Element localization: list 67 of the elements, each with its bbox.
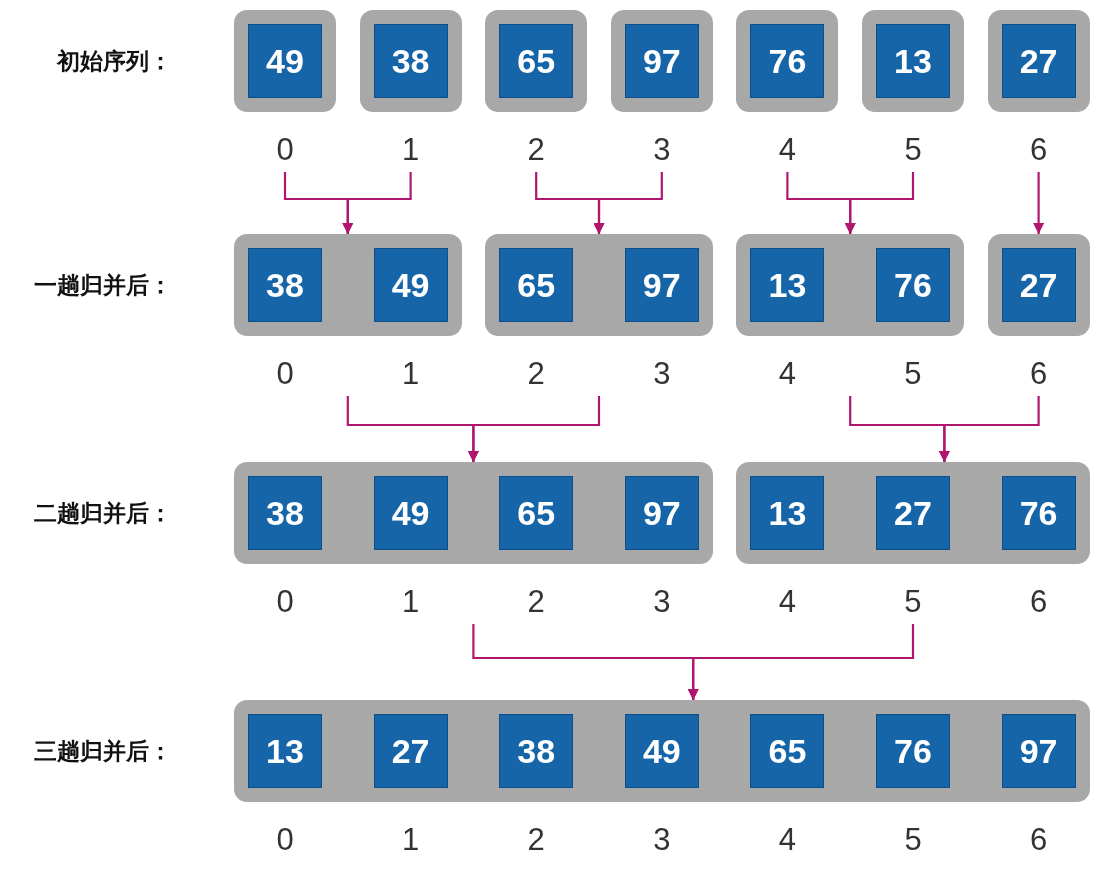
array-cell: 13 — [876, 24, 950, 98]
merge-arrow — [342, 172, 412, 234]
index-number: 0 — [275, 584, 295, 620]
merge-arrow — [1033, 172, 1045, 234]
array-cell: 49 — [373, 476, 448, 550]
array-cell: 49 — [248, 24, 322, 98]
array-cell: 65 — [499, 248, 574, 322]
index-number: 1 — [400, 584, 421, 620]
array-cell: 38 — [248, 476, 322, 550]
merge-arrow — [938, 396, 1040, 462]
index-number: 5 — [903, 584, 923, 620]
array-cell: 49 — [624, 714, 699, 788]
index-number: 1 — [400, 356, 421, 392]
index-number: 0 — [275, 822, 295, 858]
array-cell: 65 — [499, 476, 574, 550]
array-cell: 97 — [1001, 714, 1076, 788]
array-cell: 38 — [248, 248, 322, 322]
array-cell: 27 — [1001, 24, 1076, 98]
index-number: 6 — [1028, 584, 1049, 620]
array-cell: 38 — [499, 714, 574, 788]
index-number: 6 — [1028, 132, 1049, 168]
index-number: 5 — [903, 132, 923, 168]
array-cell: 65 — [499, 24, 574, 98]
array-cell: 65 — [750, 714, 825, 788]
index-number: 0 — [275, 356, 295, 392]
array-cell: 97 — [624, 476, 699, 550]
index-number: 5 — [903, 356, 923, 392]
index-number: 2 — [526, 356, 546, 392]
array-cell: 27 — [373, 714, 448, 788]
row-label: 二趟归并后： — [34, 499, 172, 528]
merge-arrow — [593, 172, 663, 234]
array-cell: 38 — [373, 24, 448, 98]
index-number: 2 — [526, 584, 546, 620]
row-label: 一趟归并后： — [34, 271, 172, 300]
index-number: 0 — [275, 132, 295, 168]
merge-arrow — [467, 396, 601, 462]
index-number: 2 — [526, 822, 546, 858]
array-cell: 13 — [750, 476, 825, 550]
merge-arrow — [687, 624, 915, 700]
array-cell: 49 — [373, 248, 448, 322]
array-cell: 76 — [750, 24, 825, 98]
index-number: 4 — [777, 584, 797, 620]
row-label: 初始序列： — [57, 47, 172, 76]
array-cell: 27 — [1001, 248, 1076, 322]
index-number: 3 — [652, 822, 672, 858]
index-number: 3 — [652, 132, 672, 168]
index-number: 6 — [1028, 356, 1049, 392]
array-cell: 76 — [876, 248, 950, 322]
array-cell: 13 — [248, 714, 322, 788]
index-number: 2 — [526, 132, 546, 168]
index-number: 4 — [777, 822, 797, 858]
index-number: 6 — [1028, 822, 1049, 858]
index-number: 1 — [400, 822, 421, 858]
index-number: 4 — [777, 356, 797, 392]
merge-arrow — [844, 172, 915, 234]
index-number: 3 — [652, 356, 672, 392]
array-cell: 97 — [624, 24, 699, 98]
array-cell: 76 — [876, 714, 950, 788]
array-cell: 13 — [750, 248, 825, 322]
index-number: 3 — [652, 584, 672, 620]
array-cell: 76 — [1001, 476, 1076, 550]
index-number: 5 — [903, 822, 923, 858]
row-label: 三趟归并后： — [34, 737, 172, 766]
index-number: 4 — [777, 132, 797, 168]
array-cell: 97 — [624, 248, 699, 322]
index-number: 1 — [400, 132, 421, 168]
array-cell: 27 — [876, 476, 950, 550]
